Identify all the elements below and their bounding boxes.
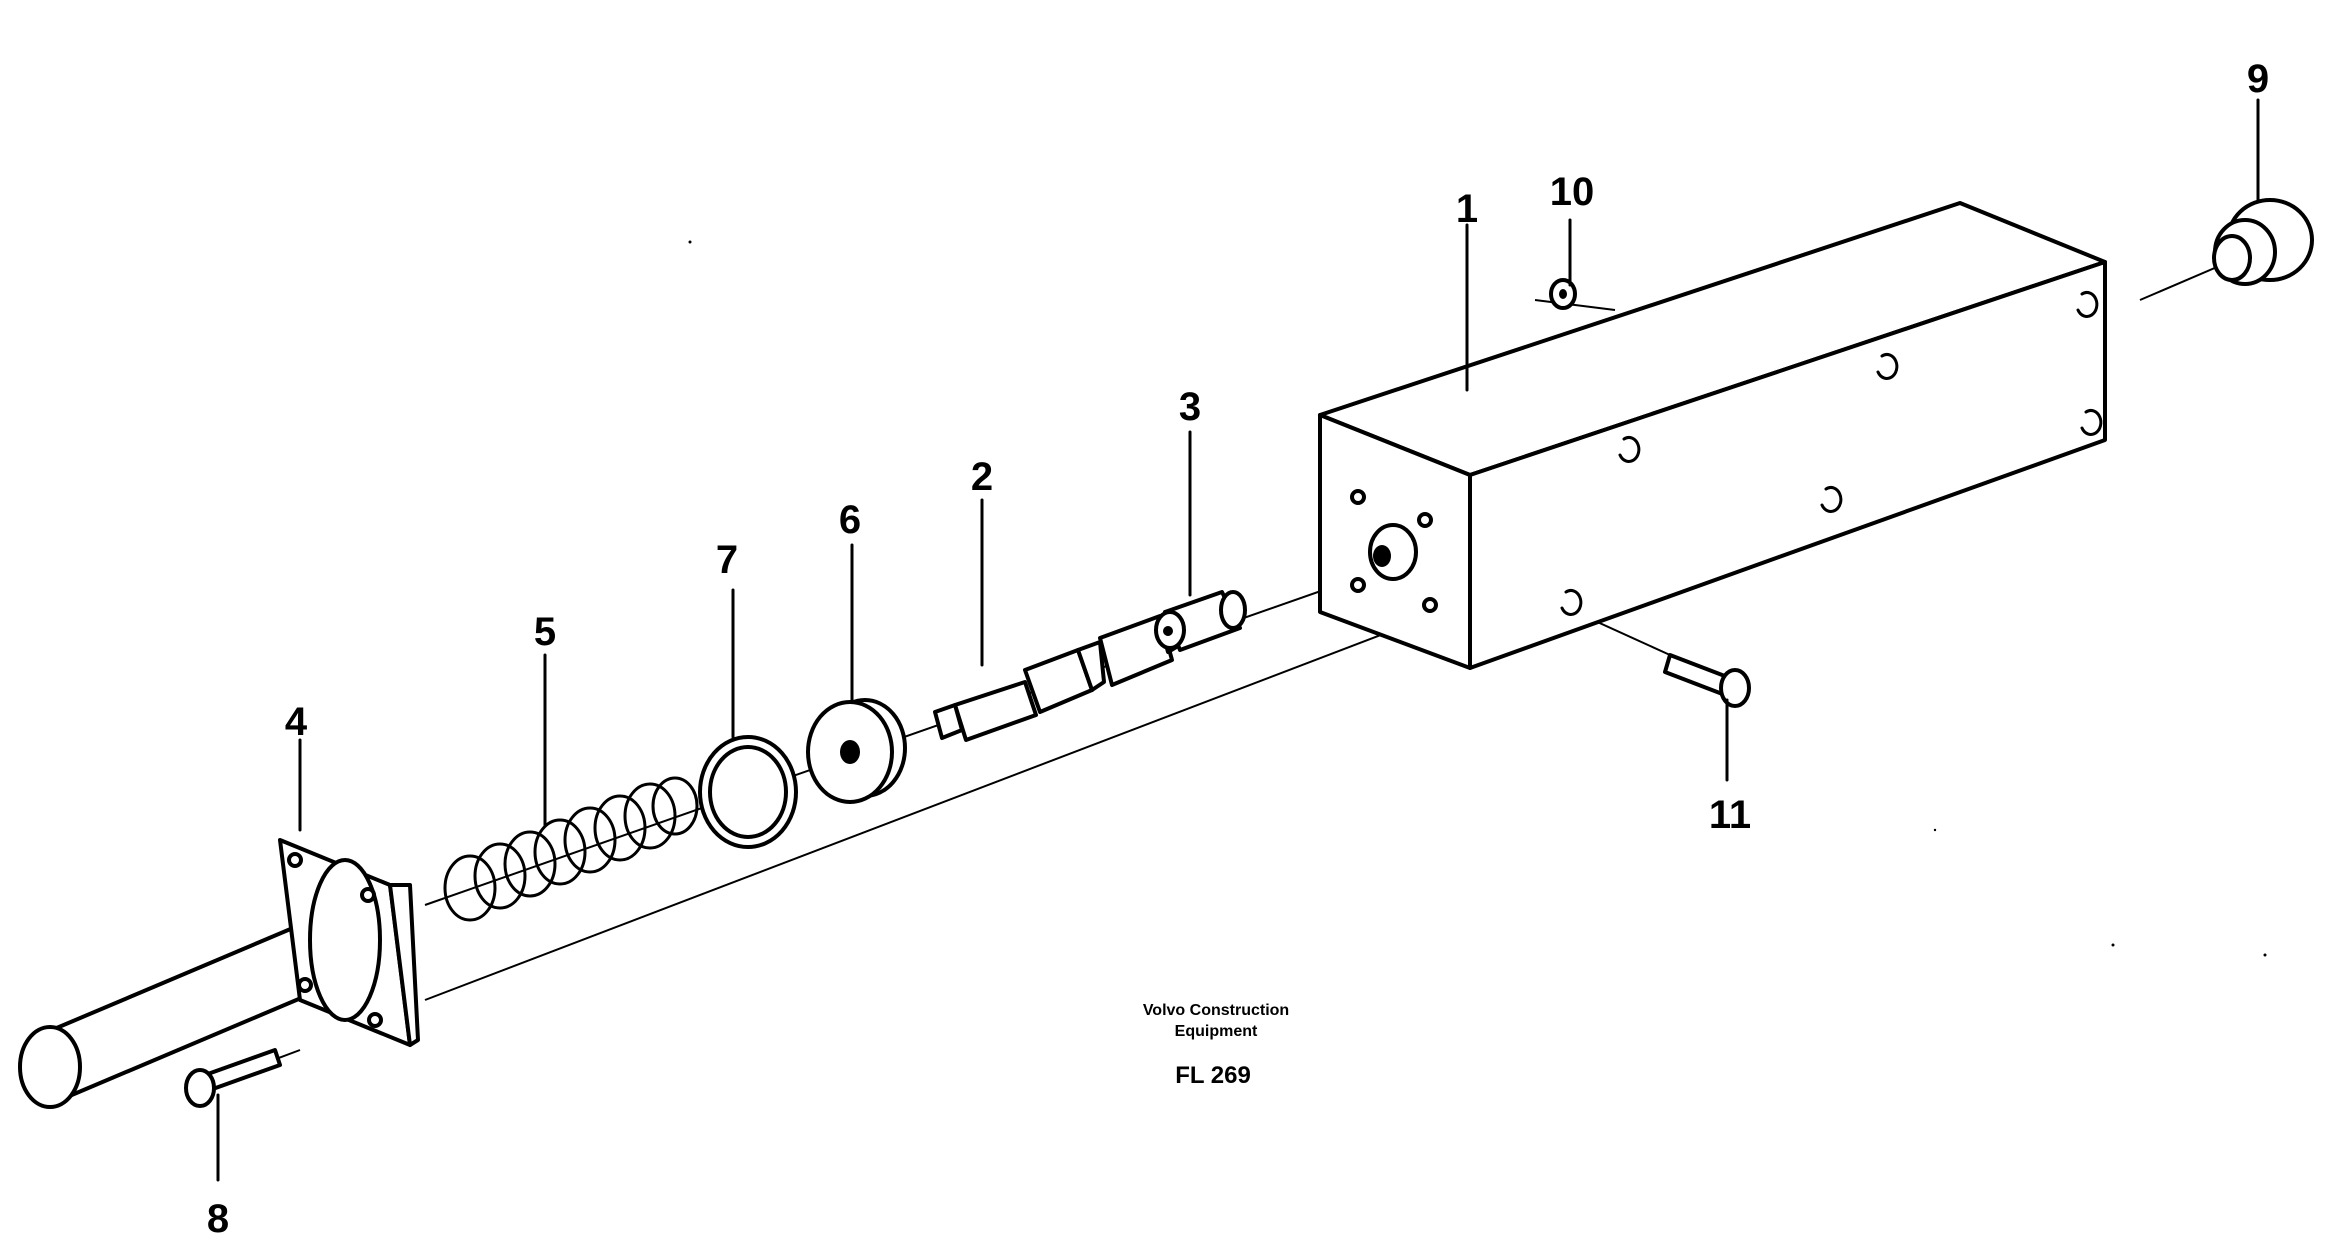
callout-5: 5 xyxy=(534,610,556,654)
callout-2: 2 xyxy=(971,455,993,499)
part-6-spring-seat xyxy=(806,698,907,804)
part-7-o-ring xyxy=(698,735,798,849)
part-11-screw xyxy=(1663,653,1751,708)
callout-1: 1 xyxy=(1456,187,1478,231)
figure-caption: Volvo Construction Equipment FL 269 xyxy=(1143,1002,1289,1089)
figure-code: FL 269 xyxy=(1175,1062,1251,1089)
part-3-cartridge xyxy=(1154,590,1247,652)
part-1-valve-housing xyxy=(1318,201,2107,670)
callout-leaders xyxy=(216,98,2260,1182)
callout-9: 9 xyxy=(2247,57,2269,101)
caption-line-2: Equipment xyxy=(1175,1023,1258,1040)
callout-3: 3 xyxy=(1179,385,1201,429)
callout-10: 10 xyxy=(1550,170,1595,214)
part-8-screw xyxy=(184,1048,282,1108)
callout-11: 11 xyxy=(1709,793,1751,837)
caption-line-1: Volvo Construction xyxy=(1143,1002,1289,1019)
callout-labels: 1 2 3 4 5 6 7 8 9 10 11 xyxy=(207,57,2269,1241)
scan-specks xyxy=(688,240,2267,957)
callout-8: 8 xyxy=(207,1197,229,1241)
part-2-spool xyxy=(933,614,1180,742)
part-5-spring xyxy=(443,776,699,922)
part-9-plug xyxy=(2212,198,2314,286)
callout-4: 4 xyxy=(285,700,308,744)
part-10-washer xyxy=(1549,278,1577,310)
callout-6: 6 xyxy=(839,498,861,542)
callout-7: 7 xyxy=(716,538,738,582)
part-4-end-cover xyxy=(18,838,420,1109)
